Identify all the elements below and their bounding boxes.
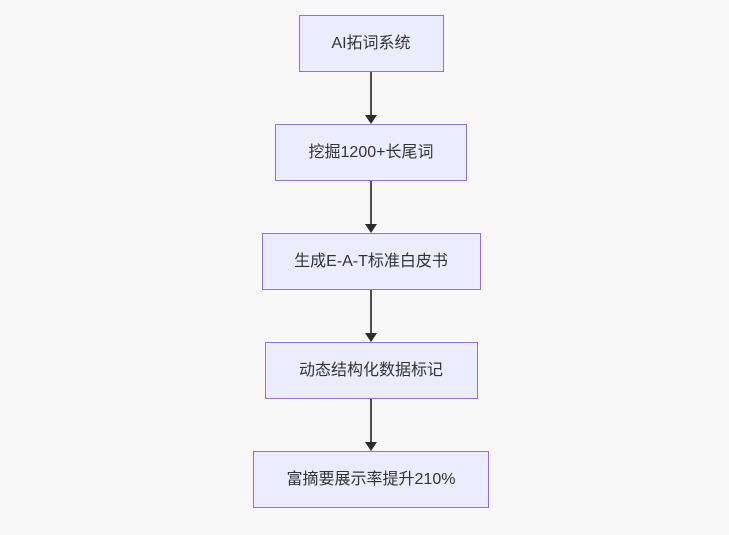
arrow-down-icon [365,333,377,342]
arrow-line [370,181,372,224]
flow-node-label: 生成E-A-T标准白皮书 [294,252,448,270]
flow-arrow-b-c [365,181,377,233]
flow-node-label: 富摘要展示率提升210% [286,470,456,488]
flow-node-label: 挖掘1200+长尾词 [308,143,434,161]
flow-arrow-c-d [365,290,377,342]
flow-arrow-d-e [365,399,377,451]
flow-node-longtail-keyword-mining: 挖掘1200+长尾词 [275,124,467,181]
flow-node-label: AI拓词系统 [331,34,411,52]
flow-arrow-a-b [365,72,377,124]
flow-node-ai-word-expansion-system: AI拓词系统 [298,15,444,72]
flow-node-eat-whitepaper-generation: 生成E-A-T标准白皮书 [261,233,481,290]
flowchart-column: AI拓词系统 挖掘1200+长尾词 生成E-A-T标准白皮书 动态结构化数据标记 [253,15,489,508]
arrow-down-icon [365,224,377,233]
arrow-line [370,290,372,333]
flow-node-dynamic-structured-data-markup: 动态结构化数据标记 [264,342,478,399]
arrow-line [370,399,372,442]
arrow-line [370,72,372,115]
arrow-down-icon [365,115,377,124]
flow-node-rich-snippet-rate-increase: 富摘要展示率提升210% [253,451,489,508]
flow-node-label: 动态结构化数据标记 [298,361,443,379]
arrow-down-icon [365,442,377,451]
